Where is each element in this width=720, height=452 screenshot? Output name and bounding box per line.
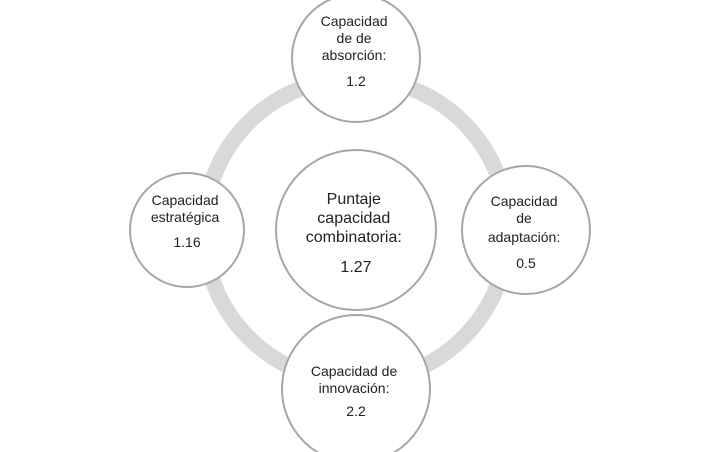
node-adaptacion-line-2: de xyxy=(516,210,532,226)
node-estrategica-line-2: estratégica xyxy=(151,209,220,225)
node-estrategica-line-1: Capacidad xyxy=(152,192,219,208)
node-absorcion-line-2: de de xyxy=(337,30,372,46)
node-adaptacion-line-1: Capacidad xyxy=(491,193,558,209)
node-absorcion-line-1: Capacidad xyxy=(321,13,388,29)
node-innovacion-line-2: innovación: xyxy=(319,380,390,396)
svg-text:Puntaje capacidad: Puntaje capacidad combinatoria: 1.27 xyxy=(306,191,407,276)
center-node-circle xyxy=(275,149,437,311)
node-innovacion-circle xyxy=(281,314,431,452)
node-adaptacion: Capacidad de adaptación: 0.5 xyxy=(461,165,591,295)
node-adaptacion-circle xyxy=(461,165,591,295)
node-absorcion-value: 1.2 xyxy=(346,73,366,89)
center-label-line-2: capacidad xyxy=(317,210,390,227)
center-value: 1.27 xyxy=(340,259,371,276)
svg-text:Capacidad estratégica: Capacidad estratégica 1.16 xyxy=(151,192,223,250)
node-estrategica-circle xyxy=(129,172,245,288)
center-node: Puntaje capacidad combinatoria: 1.27 xyxy=(275,149,437,311)
svg-text:Capacidad de adapt: Capacidad de adaptación: 0.5 xyxy=(488,193,564,271)
node-adaptacion-line-3: adaptación: xyxy=(488,229,560,245)
center-label-line-1: Puntaje xyxy=(327,191,381,208)
node-estrategica: Capacidad estratégica 1.16 xyxy=(129,172,245,288)
node-innovacion: Capacidad de innovación: 2.2 xyxy=(281,314,431,452)
node-absorcion-line-3: absorción: xyxy=(322,47,387,63)
node-absorcion: Capacidad de de absorción: 1.2 xyxy=(291,0,421,123)
svg-text:Capacidad de innovación:: Capacidad de innovación: 2.2 xyxy=(311,363,401,419)
node-estrategica-value: 1.16 xyxy=(173,234,200,250)
svg-text:Capacidad de de ab: Capacidad de de absorción: 1.2 xyxy=(321,13,392,89)
node-innovacion-value: 2.2 xyxy=(346,403,366,419)
node-adaptacion-value: 0.5 xyxy=(516,255,536,271)
node-absorcion-circle xyxy=(291,0,421,123)
node-innovacion-line-1: Capacidad de xyxy=(311,363,398,379)
center-label-line-3: combinatoria: xyxy=(306,229,402,246)
